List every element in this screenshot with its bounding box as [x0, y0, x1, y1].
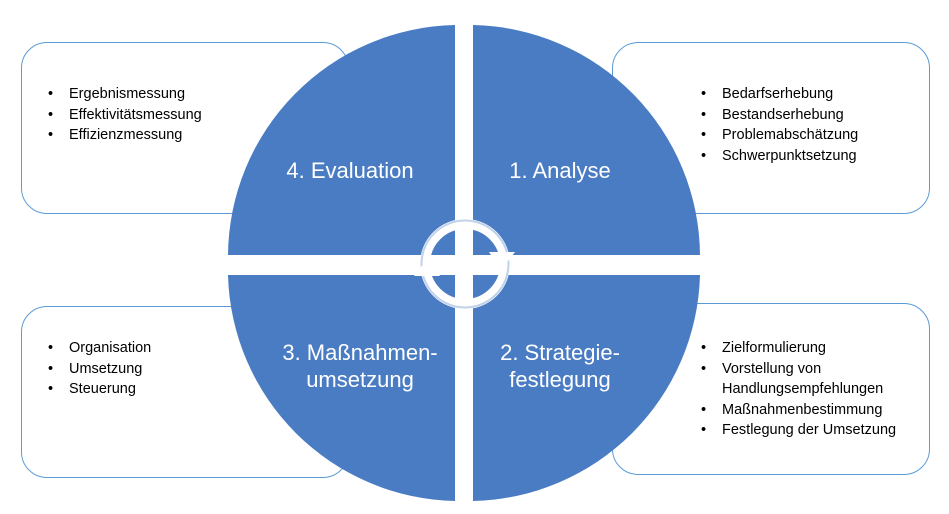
list-item: Zielformulierung — [701, 338, 913, 359]
list-item: Effizienzmessung — [48, 125, 202, 146]
quadrant-analyse — [473, 25, 700, 255]
massnahmen-title: 3. Maßnahmen-umsetzung — [250, 339, 470, 393]
list-item: Steuerung — [48, 379, 151, 400]
quadrant-massnahmen — [228, 275, 455, 501]
quadrant-strategie — [473, 275, 700, 501]
strategie-list: Zielformulierung Vorstellung von Handlun… — [701, 338, 913, 441]
list-item: Ergebnismessung — [48, 84, 202, 105]
evaluation-title: 4. Evaluation — [286, 158, 414, 183]
massnahmen-list: Organisation Umsetzung Steuerung — [48, 338, 151, 400]
strategie-title-line2: festlegung — [509, 367, 611, 392]
strategie-title: 2. Strategie-festlegung — [460, 339, 660, 393]
strategie-title-line1: 2. Strategie- — [500, 340, 620, 365]
circular-cycle-arrows-icon — [414, 219, 515, 309]
list-item: Umsetzung — [48, 359, 151, 380]
quadrant-evaluation — [228, 25, 455, 255]
analyse-list: Bedarfserhebung Bestandserhebung Problem… — [701, 84, 858, 166]
list-item: Bedarfserhebung — [701, 84, 858, 105]
analyse-title: 1. Analyse — [509, 158, 611, 183]
list-item: Maßnahmenbestimmung — [701, 400, 913, 421]
list-item: Effektivitätsmessung — [48, 105, 202, 126]
evaluation-list: Ergebnismessung Effektivitätsmessung Eff… — [48, 84, 202, 146]
massnahmen-title-line2: umsetzung — [306, 367, 414, 392]
massnahmen-title-line1: 3. Maßnahmen- — [282, 340, 438, 365]
list-item: Problemabschätzung — [701, 125, 858, 146]
list-item: Bestandserhebung — [701, 105, 858, 126]
list-item: Schwerpunktsetzung — [701, 146, 858, 167]
list-item: Organisation — [48, 338, 151, 359]
list-item: Vorstellung von Handlungsempfehlungen — [701, 359, 913, 400]
list-item: Festlegung der Umsetzung — [701, 420, 913, 441]
